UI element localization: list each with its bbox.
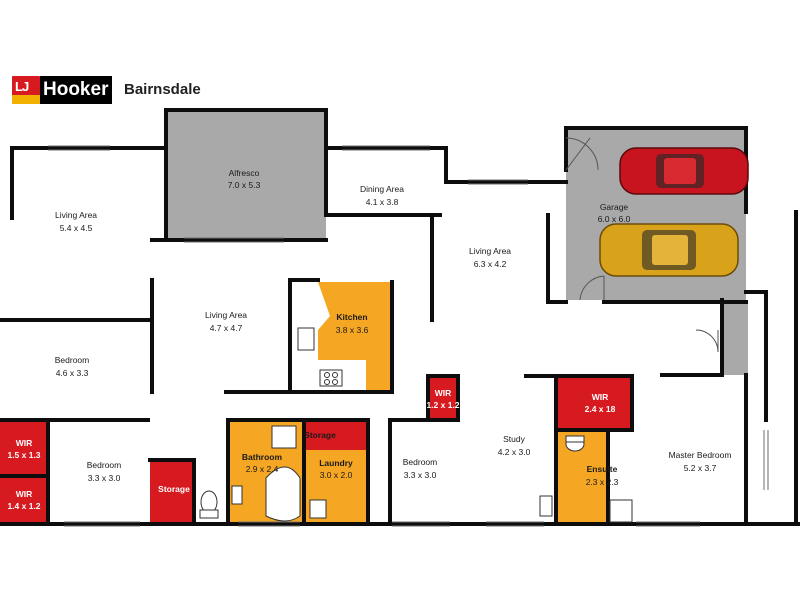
label-living-center-name: Living Area <box>205 310 247 320</box>
label-wir-small-name: WIR <box>435 388 452 398</box>
wir-master-floor <box>556 378 632 430</box>
logo-mark-text: LJ <box>15 79 29 94</box>
label-living-west-name: Living Area <box>55 210 97 220</box>
windows <box>48 145 769 527</box>
label-study-name: Study <box>503 434 525 444</box>
label-bedroom-west-size: 4.6 x 3.3 <box>56 368 89 378</box>
label-wir-b-name: WIR <box>16 489 33 499</box>
logo-mark: LJ <box>12 76 40 104</box>
label-ensuite-name: Ensuite <box>587 464 618 474</box>
red-car <box>619 147 749 195</box>
label-kitchen-size: 3.8 x 3.6 <box>336 325 369 335</box>
label-dining-size: 4.1 x 3.8 <box>366 197 399 207</box>
label-study-size: 4.2 x 3.0 <box>498 447 531 457</box>
wir-small-floor <box>428 378 458 422</box>
label-garage-name: Garage <box>600 202 629 212</box>
label-master-name: Master Bedroom <box>669 450 732 460</box>
label-wir-master-name: WIR <box>592 392 609 402</box>
label-living-center-size: 4.7 x 4.7 <box>210 323 243 333</box>
label-wir-master-size: 2.4 x 18 <box>585 404 616 414</box>
label-wir-b-size: 1.4 x 1.2 <box>7 501 40 511</box>
storage-left-floor <box>150 462 194 524</box>
wir-b-floor <box>0 478 48 524</box>
label-wir-a-size: 1.5 x 1.3 <box>7 450 40 460</box>
label-wir-small-size: 1.2 x 1.2 <box>426 400 459 410</box>
label-garage-size: 6.0 x 6.0 <box>598 214 631 224</box>
kitchen-floor <box>318 282 392 392</box>
storage-mid-floor <box>304 422 368 450</box>
label-bedroom-mid-size: 3.3 x 3.0 <box>404 470 437 480</box>
label-alfresco-name: Alfresco <box>229 168 260 178</box>
label-ensuite-size: 2.3 x 2.3 <box>586 477 619 487</box>
label-bathroom-size: 2.9 x 2.4 <box>246 464 279 474</box>
bath-fixtures <box>199 425 633 523</box>
kitchen-fixtures <box>297 327 343 387</box>
room-labels: Alfresco 7.0 x 5.3 Dining Area 4.1 x 3.8… <box>7 168 731 511</box>
label-storage-mid: Storage <box>304 430 336 440</box>
office-name: Bairnsdale <box>124 81 201 98</box>
label-bedroom-mid-name: Bedroom <box>403 457 438 467</box>
label-wir-a-name: WIR <box>16 438 33 448</box>
label-laundry-name: Laundry <box>319 458 353 468</box>
label-alfresco-size: 7.0 x 5.3 <box>228 180 261 190</box>
label-bedroom-west-name: Bedroom <box>55 355 90 365</box>
yellow-car <box>599 223 739 277</box>
alfresco-floor <box>166 110 326 240</box>
doors <box>565 137 719 353</box>
wir-a-floor <box>0 420 48 475</box>
label-laundry-size: 3.0 x 2.0 <box>320 470 353 480</box>
label-bedroom-sw-size: 3.3 x 3.0 <box>88 473 121 483</box>
label-kitchen-name: Kitchen <box>336 312 367 322</box>
label-bathroom-name: Bathroom <box>242 452 283 462</box>
label-dining-name: Dining Area <box>360 184 404 194</box>
walls <box>0 108 800 526</box>
label-living-east-size: 6.3 x 4.2 <box>474 259 507 269</box>
label-master-size: 5.2 x 3.7 <box>684 463 717 473</box>
label-bedroom-sw-name: Bedroom <box>87 460 122 470</box>
logo-name: Hooker <box>40 76 113 104</box>
label-living-west-size: 5.4 x 4.5 <box>60 223 93 233</box>
entry-porch-floor <box>722 300 748 375</box>
label-storage-left: Storage <box>158 484 190 494</box>
label-living-east-name: Living Area <box>469 246 511 256</box>
agency-logo: LJ Hooker <box>12 75 113 105</box>
